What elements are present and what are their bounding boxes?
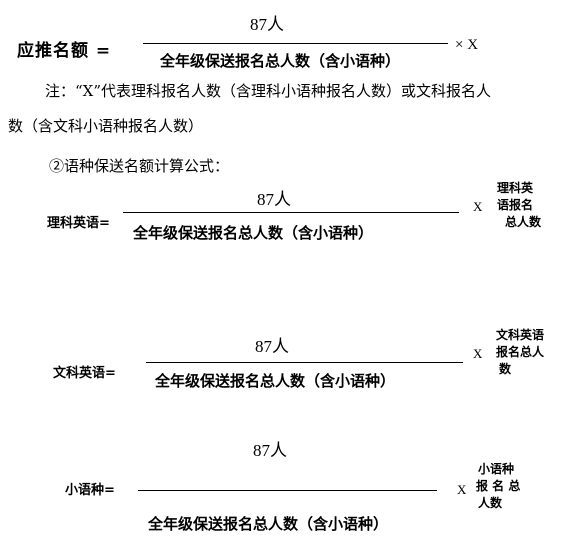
science-fraction-bar — [123, 212, 459, 213]
section2-heading: ②语种保送名额计算公式： — [49, 157, 230, 175]
arts-rhs: 文科英语 报名总人 数 — [496, 327, 544, 378]
formula1-lhs: 应推名额 = — [17, 41, 112, 61]
science-rhs: 理科英 语报名 总人数 — [497, 180, 541, 231]
arts-numerator: 87人 — [255, 337, 289, 356]
arts-multiplier: X — [473, 346, 483, 361]
minor-rhs: 小语种 报 名 总 人数 — [476, 461, 520, 512]
minor-rhs-line3: 人数 — [478, 496, 503, 510]
minor-multiplier: X — [457, 482, 467, 497]
note-line1: 注：“X”代表理科报名人数（含理科小语种报名人数）或文科报名人 — [45, 82, 492, 100]
minor-language-lhs: 小语种= — [65, 483, 115, 498]
note-line2: 数（含文科小语种报名人数） — [8, 117, 204, 135]
science-multiplier: X — [473, 199, 483, 214]
science-rhs-line1: 理科英 — [497, 181, 534, 195]
arts-rhs-line2: 报名总人 — [496, 345, 545, 359]
formula1-fraction-bar — [143, 43, 448, 44]
science-english-lhs: 理科英语= — [47, 216, 110, 231]
science-rhs-line3: 总人数 — [505, 215, 542, 229]
minor-rhs-line2: 报 名 总 — [476, 479, 521, 493]
science-numerator: 87人 — [257, 190, 291, 209]
minor-denominator: 全年级保送报名总人数（含小语种） — [148, 515, 389, 533]
arts-rhs-line1: 文科英语 — [496, 328, 545, 342]
science-rhs-line2: 语报名 — [497, 198, 534, 212]
formula1-multiplier: × X — [455, 37, 479, 53]
minor-numerator: 87人 — [253, 441, 287, 460]
minor-fraction-bar — [138, 490, 437, 491]
formula1-denominator: 全年级保送报名总人数（含小语种） — [160, 52, 401, 70]
arts-english-lhs: 文科英语= — [53, 366, 116, 381]
science-denominator: 全年级保送报名总人数（含小语种） — [133, 224, 374, 242]
arts-denominator: 全年级保送报名总人数（含小语种） — [155, 372, 396, 390]
arts-fraction-bar — [146, 362, 463, 363]
minor-rhs-line1: 小语种 — [478, 462, 515, 476]
formula1-numerator: 87人 — [250, 15, 284, 34]
arts-rhs-line3: 数 — [499, 362, 512, 376]
